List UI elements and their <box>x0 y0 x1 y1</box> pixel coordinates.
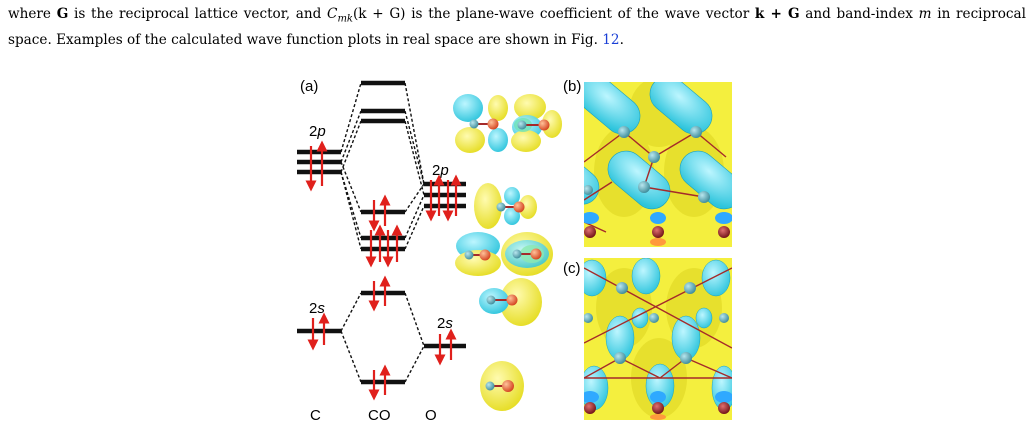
symbol-kG: k + G <box>754 6 800 22</box>
orbital-pi-2 <box>501 232 553 276</box>
correlation-lines <box>340 82 425 383</box>
body-paragraph: where G is the reciprocal lattice vector… <box>8 6 1026 48</box>
panel-b-isosurface <box>584 82 732 247</box>
oxygen-2p-label: 2p <box>432 162 449 179</box>
carbon-2p-levels <box>297 149 341 175</box>
oxygen-2s-label: 2s <box>437 315 453 332</box>
panel-a-label: (a) <box>300 78 318 95</box>
figure-link[interactable]: 12 <box>602 31 620 48</box>
panel-c-label: (c) <box>563 260 581 277</box>
orbital-3sigma <box>480 361 524 411</box>
panel-c-isosurface <box>584 258 732 420</box>
carbon-2p-label: 2p <box>309 123 326 140</box>
symbol-C: C <box>327 6 338 22</box>
orbital-5sigma <box>474 183 537 229</box>
orbital-pi-star-1 <box>453 94 508 153</box>
axis-label-C: C <box>310 407 321 424</box>
panel-b-label: (b) <box>563 78 581 95</box>
orbital-4sigma <box>479 278 542 326</box>
electron-arrows <box>305 140 462 401</box>
orbital-pi-star-2 <box>511 94 562 152</box>
orbital-pi-1 <box>455 232 501 276</box>
symbol-G: G <box>56 6 69 22</box>
axis-label-CO: CO <box>368 407 391 424</box>
axis-label-O: O <box>425 407 437 424</box>
orbital-thumbnails <box>453 94 562 411</box>
carbon-2s-label: 2s <box>309 300 325 317</box>
co-levels <box>361 80 405 385</box>
